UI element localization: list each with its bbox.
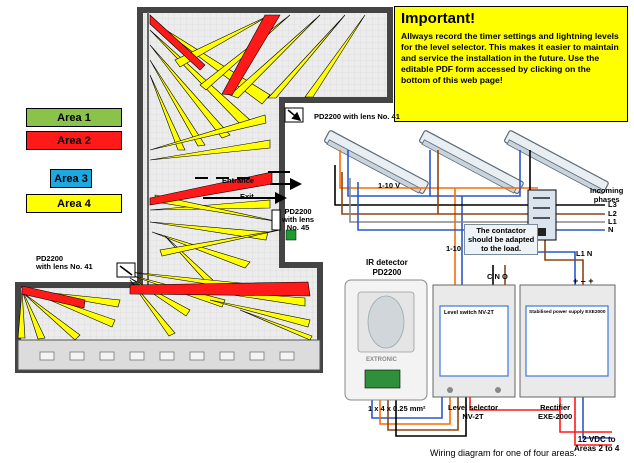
label-level-panel: Level switch NV-2T <box>444 310 494 316</box>
label-extronic: EXTRONIC <box>366 357 398 363</box>
notice-title: Important! <box>401 10 476 27</box>
label-level-selector: Level selector NV-2T <box>448 403 499 421</box>
pd2200-sensor-top <box>284 107 304 123</box>
rectifier-device <box>519 284 616 398</box>
label-contactor: The contactor should be adapted to the l… <box>464 224 539 255</box>
area-2-zones <box>21 14 311 309</box>
diagram-caption: Wiring diagram for one of four areas. <box>430 448 577 458</box>
level-selector-device <box>432 284 516 398</box>
legend-area-3: Area 3 <box>50 169 92 188</box>
emergency-exit-sign-icon <box>285 229 297 241</box>
label-rectifier-panel: Stabilised power supply EXE2000 <box>529 310 606 315</box>
legend-area-4: Area 4 <box>26 194 122 213</box>
label-plus-minus: + – + <box>573 276 594 286</box>
area-4-zones <box>17 14 366 341</box>
label-l3: L3 <box>608 200 617 209</box>
label-ir-detector: IR detector PD2200 <box>366 258 408 277</box>
label-n: N <box>608 225 614 234</box>
notice-body: Allways record the timer settings and li… <box>401 31 619 85</box>
label-rectifier: Rectifier EXE-2000 <box>538 403 573 421</box>
important-notice: Important! Allways record the timer sett… <box>394 6 628 122</box>
label-l2: L2 <box>608 209 617 218</box>
label-pd-top: PD2200 with lens No. 41 <box>314 112 400 121</box>
entrance-exit-arrows <box>195 171 302 204</box>
ir-detector-device <box>344 279 428 401</box>
label-cable: 1 x 4 x 0.25 mm² <box>368 404 426 413</box>
luminaires <box>324 130 609 194</box>
legend-area-2: Area 2 <box>26 131 122 150</box>
label-1-10v-side: 1-10 <box>446 244 462 253</box>
pd2200-sensor-left <box>116 262 136 278</box>
label-cno: C N O <box>487 272 508 281</box>
label-entrance: Entrance <box>222 176 255 185</box>
label-l1n: L1 N <box>576 249 593 258</box>
label-l1: L1 <box>608 217 617 226</box>
floor-plan <box>15 7 393 373</box>
label-pd-mid: PD2200 with lens No. 45 <box>282 207 315 232</box>
label-pd-left: PD2200 with lens No. 41 <box>36 254 93 271</box>
label-1-10v-top: 1-10 V <box>378 181 401 190</box>
label-incoming-phases: Incoming phases <box>590 186 624 204</box>
windows <box>39 351 295 361</box>
label-exit: Exit <box>240 192 254 201</box>
pd2200-sensor-mid <box>271 209 281 231</box>
label-12vdc-output: 12 VDC to Areas 2 to 4 <box>574 435 620 453</box>
legend-area-1: Area 1 <box>26 108 122 127</box>
